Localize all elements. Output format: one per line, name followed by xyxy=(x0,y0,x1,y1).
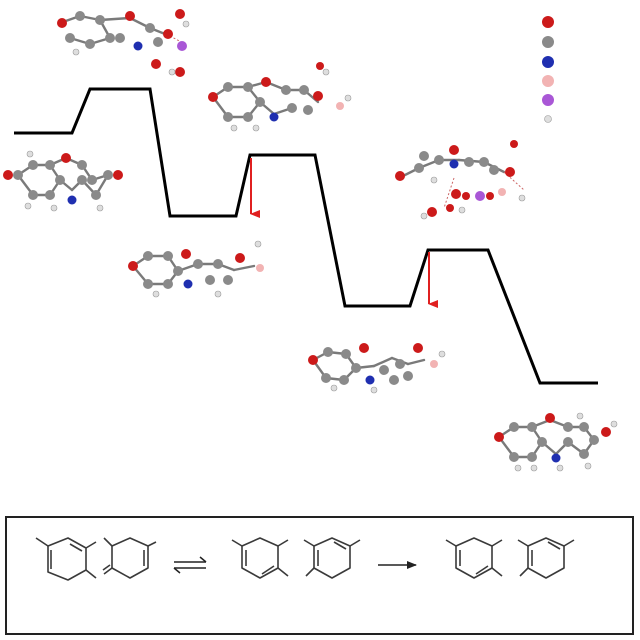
scheme-structure-3 xyxy=(231,537,289,579)
scheme-structure-6 xyxy=(517,537,575,579)
molecule-int1 xyxy=(128,240,264,298)
molecule-ts2 xyxy=(208,62,352,132)
molecule-product xyxy=(494,412,618,472)
scheme-structure-5 xyxy=(445,537,503,579)
sodium-legend-icon xyxy=(542,94,554,106)
scheme-border xyxy=(5,516,634,635)
boron-legend-icon xyxy=(542,75,554,87)
molecule-start xyxy=(3,150,123,212)
energy-profile-line xyxy=(14,87,598,385)
scheme-structure-1 xyxy=(35,537,97,581)
equilibrium-arrow-icon xyxy=(173,556,207,574)
oxygen-legend-icon xyxy=(542,16,554,28)
scheme-structure-4 xyxy=(303,537,361,579)
atom-legend xyxy=(542,16,554,123)
nitrogen-legend-icon xyxy=(542,56,554,68)
reaction-scheme-box xyxy=(5,516,634,635)
hydrogen-legend-icon xyxy=(544,115,552,123)
molecule-int2 xyxy=(308,343,446,394)
energy-profile xyxy=(14,87,598,385)
carbon-legend-icon xyxy=(542,36,554,48)
molecule-ts3 xyxy=(395,140,526,220)
molecule-ts1 xyxy=(57,9,190,77)
scheme-structure-2 xyxy=(102,537,157,579)
